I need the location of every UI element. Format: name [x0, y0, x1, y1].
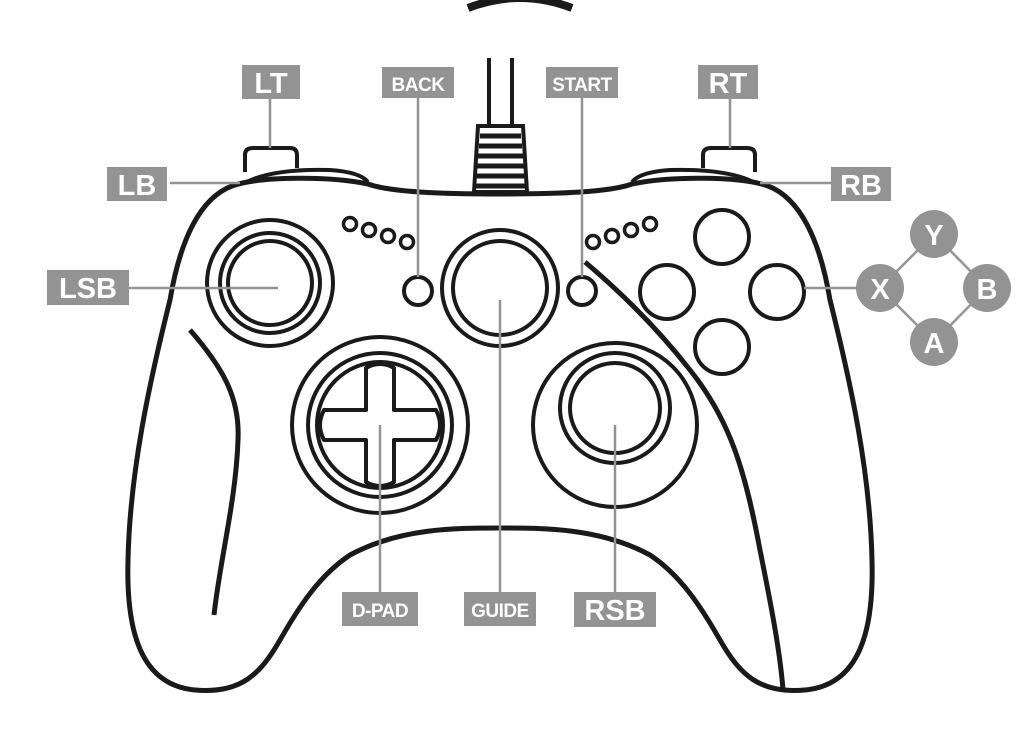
label-guide-text: GUIDE	[471, 601, 529, 622]
legend-a: A	[910, 318, 958, 366]
label-lsb: LSB	[47, 270, 129, 305]
label-rsb-text: RSB	[584, 595, 645, 627]
label-rb-text: RB	[840, 170, 882, 202]
label-lt-text: LT	[254, 68, 288, 100]
face-button-legend: Y X B A	[856, 210, 1011, 366]
legend-x-text: X	[870, 274, 890, 306]
left-trigger	[243, 146, 299, 172]
start-button	[566, 275, 598, 307]
x-button-body	[638, 263, 696, 321]
label-lb: LB	[107, 167, 167, 202]
controller-cable	[471, 58, 530, 194]
legend-b-text: B	[977, 274, 998, 306]
right-body-contour	[583, 260, 786, 691]
y-button-body	[693, 208, 751, 266]
back-button	[402, 275, 434, 307]
label-guide: GUIDE	[464, 592, 536, 626]
label-start: START	[546, 67, 618, 98]
legend-y-text: Y	[924, 220, 943, 252]
label-dpad: D-PAD	[342, 592, 418, 626]
legend-b: B	[963, 264, 1011, 312]
player-leds-right	[584, 215, 659, 251]
label-lsb-text: LSB	[59, 273, 117, 305]
b-button-body	[748, 263, 806, 321]
label-dpad-text: D-PAD	[352, 601, 408, 622]
label-rt-text: RT	[709, 68, 748, 100]
player-leds-left	[341, 215, 416, 251]
label-back: BACK	[382, 67, 454, 98]
label-rt: RT	[698, 65, 758, 100]
legend-x: X	[856, 264, 904, 312]
a-button-body	[693, 318, 751, 376]
label-lt: LT	[242, 65, 300, 100]
face-buttons-body	[638, 208, 806, 376]
leader-lines	[128, 98, 857, 594]
label-lb-text: LB	[118, 170, 157, 202]
label-rsb: RSB	[574, 592, 656, 627]
label-start-text: START	[552, 75, 612, 96]
legend-y: Y	[910, 210, 958, 258]
top-arc	[466, 0, 574, 12]
legend-a-text: A	[924, 328, 945, 360]
left-grip-contour	[188, 328, 241, 616]
left-stick	[205, 218, 335, 348]
label-back-text: BACK	[392, 75, 446, 96]
right-trigger	[701, 146, 757, 172]
label-rb: RB	[831, 167, 891, 202]
